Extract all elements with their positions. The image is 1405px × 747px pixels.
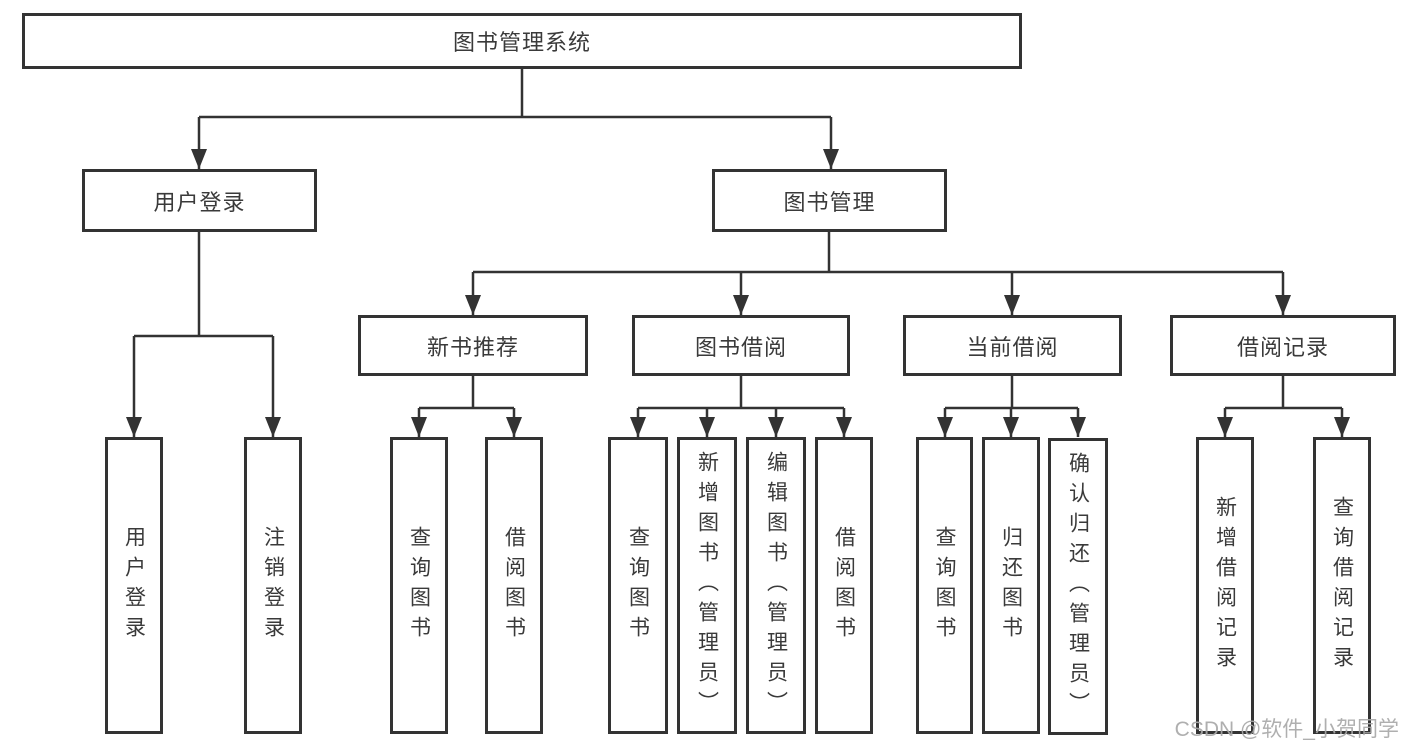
node-label: 图书管理系统: [452, 30, 591, 55]
leaf-user-login: 用户登录: [105, 437, 163, 734]
node-book-borrowing: 图书借阅: [632, 315, 850, 376]
leaf-add-book-admin: 新增图书（管理员）: [677, 437, 737, 734]
node-current-borrowing: 当前借阅: [903, 315, 1122, 376]
node-book-management: 图书管理: [712, 169, 947, 232]
leaf-logout: 注销登录: [244, 437, 302, 734]
node-label: 注销登录: [261, 525, 285, 646]
node-label: 图书管理: [783, 189, 876, 215]
node-label: 借阅图书: [502, 525, 526, 646]
node-label: 用户登录: [153, 189, 246, 215]
leaf-borrow-books-recommend: 借阅图书: [485, 437, 543, 734]
node-label: 查询图书: [933, 525, 956, 646]
leaf-query-borrow-record: 查询借阅记录: [1313, 437, 1371, 734]
node-new-book-recommend: 新书推荐: [358, 315, 588, 376]
leaf-query-books-recommend: 查询图书: [390, 437, 448, 734]
node-borrowing-records: 借阅记录: [1170, 315, 1396, 376]
leaf-edit-book-admin: 编辑图书（管理员）: [746, 437, 806, 734]
node-label: 借阅记录: [1236, 334, 1329, 360]
csdn-watermark: CSDN @软件_小贺同学: [1174, 718, 1399, 741]
leaf-confirm-return-admin: 确认归还（管理员）: [1048, 438, 1108, 735]
node-label: 查询图书: [626, 525, 650, 646]
node-label: 借阅图书: [832, 525, 856, 646]
node-label: 新书推荐: [426, 334, 519, 360]
node-label: 归还图书: [999, 525, 1023, 646]
leaf-query-books-borrow: 查询图书: [608, 437, 668, 734]
node-label: 当前借阅: [966, 334, 1059, 360]
leaf-add-borrow-record: 新增借阅记录: [1196, 437, 1254, 734]
node-label: 确认归还（管理员）: [1066, 451, 1090, 722]
node-label: 查询图书: [407, 525, 431, 646]
leaf-return-book: 归还图书: [982, 437, 1040, 734]
leaf-query-books-current: 查询图书: [916, 437, 973, 734]
node-label: 新增借阅记录: [1213, 495, 1237, 676]
node-label: 图书借阅: [694, 334, 787, 360]
node-label: 查询借阅记录: [1330, 495, 1354, 676]
node-system-root: 图书管理系统: [22, 13, 1022, 69]
node-label: 新增图书（管理员）: [695, 450, 719, 721]
node-label: 编辑图书（管理员）: [764, 450, 788, 721]
node-user-login: 用户登录: [82, 169, 317, 232]
node-label: 用户登录: [122, 525, 146, 646]
leaf-borrow-book: 借阅图书: [815, 437, 873, 734]
